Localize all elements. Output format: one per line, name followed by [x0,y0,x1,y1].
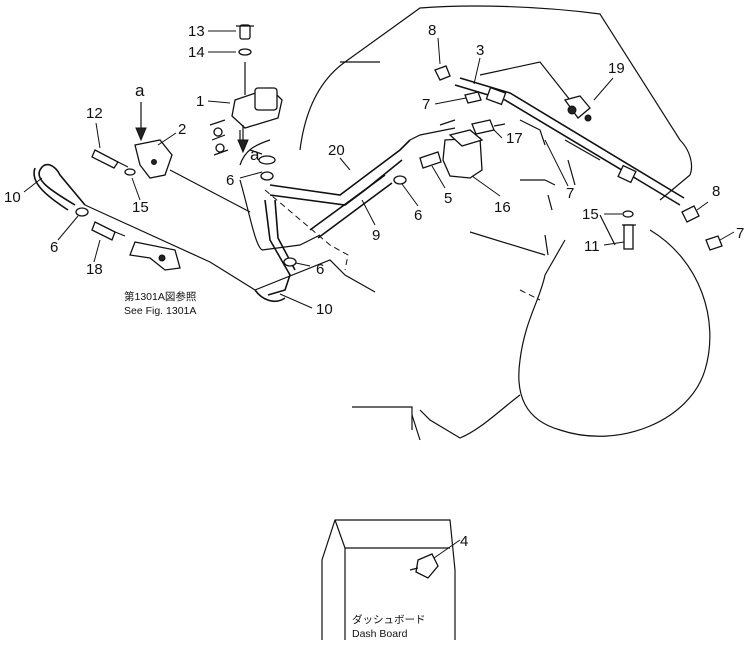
callout-13: 13 [188,23,205,40]
fitting-part-7-right [705,235,723,251]
clip-part-6-upper [260,171,274,181]
callout-14: 14 [188,44,205,61]
filter-part-16 [439,119,484,179]
callout-labels: 13 14 1 a 2 12 a 6 15 10 6 18 8 3 19 7 1… [4,22,744,550]
linkage-rod-assembly [454,61,685,206]
bolt-part-12 [91,149,129,169]
switch-part-19 [563,95,592,122]
callout-16: 16 [494,199,511,216]
callout-8-right: 8 [712,183,720,200]
callout-8-top: 8 [428,22,436,39]
callout-20: 20 [328,142,345,159]
dash-board-label-en: Dash Board [352,628,408,640]
notes: 第1301A図参照 See Fig. 1301A ダッシュボード Dash Bo… [124,290,426,640]
callout-2: 2 [178,121,186,138]
bracket-part-2 [134,139,251,213]
callout-15-left: 15 [132,199,149,216]
hose-part-10-left [33,163,376,293]
callout-7-top: 7 [422,96,430,113]
callout-a-mid: a [250,145,260,164]
motor-part-1 [209,62,283,165]
callout-7-right: 7 [736,225,744,242]
callout-12: 12 [86,105,103,122]
switch-part-4 [415,553,439,579]
washer-part-15-right [622,210,634,218]
callout-11: 11 [584,238,600,255]
hose-part-10-center [254,199,296,302]
bolt-part-11 [622,224,636,250]
see-fig-note-en: See Fig. 1301A [124,305,196,317]
arrow-a-top [135,102,147,142]
arrow-a-mid [237,125,249,154]
callout-18: 18 [86,261,103,278]
fitting-part-18 [91,221,126,241]
dashboard-inset [321,519,456,640]
leader-lines [23,30,735,559]
callout-4: 4 [460,533,468,550]
fitting-part-7-lower [567,159,576,186]
callout-17: 17 [506,130,523,147]
washer-part-14 [238,48,252,56]
fuel-line [409,127,456,141]
cap-part-8-top [434,65,451,81]
callout-6-left: 6 [50,239,58,256]
clip-part-6-center [283,257,297,267]
see-fig-note-jp: 第1301A図参照 [124,290,197,303]
callout-a-top: a [135,81,145,100]
washer-part-15-left [124,168,136,176]
dash-board-label-jp: ダッシュボード [352,613,426,626]
clip-part-6-left [75,207,89,217]
callout-6-upper: 6 [226,172,234,189]
callout-10-center: 10 [316,301,333,318]
pipe-part-9 [309,174,393,239]
callout-3: 3 [476,42,484,59]
callout-15-right: 15 [582,206,599,223]
callout-9: 9 [372,227,380,244]
dashed-guide-lines [264,189,541,301]
screw-part-13 [236,24,254,40]
engine-body-outline [239,5,711,441]
callout-19: 19 [608,60,625,77]
callout-6-center: 6 [316,261,324,278]
callout-1: 1 [196,93,204,110]
cap-part-8-right [681,205,700,223]
fitting-part-17 [471,119,506,135]
referenced-pipe-part [129,241,181,271]
fitting-part-5 [419,151,442,169]
callout-5: 5 [444,190,452,207]
callout-6-right: 6 [414,207,422,224]
callout-7-mid: 7 [566,185,574,202]
clip-part-6-right [393,175,407,185]
fitting-part-7-top [464,91,482,104]
callout-10-left: 10 [4,189,21,206]
